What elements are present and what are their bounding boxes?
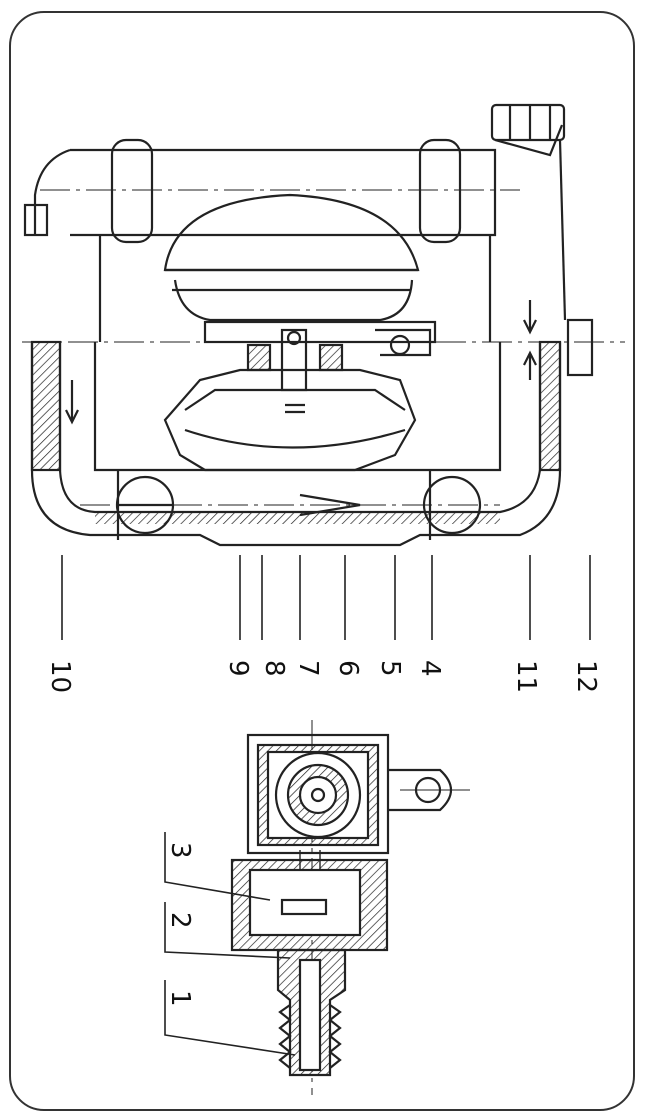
detail-view	[230, 720, 470, 1095]
callout-labels-detail: 3 2 1	[165, 842, 195, 1007]
callout-9: 9	[223, 660, 253, 677]
callout-12: 12	[571, 660, 601, 693]
detail-leader-lines	[164, 832, 296, 1056]
callout-4: 4	[415, 660, 445, 677]
callout-8: 8	[259, 660, 289, 677]
drawing-border	[9, 11, 635, 1111]
callout-5: 5	[375, 660, 405, 677]
callout-7: 7	[293, 660, 323, 677]
callout-2: 2	[165, 912, 195, 929]
callout-11: 11	[511, 660, 541, 693]
main-leader-lines	[61, 555, 591, 640]
callout-6: 6	[333, 660, 363, 677]
callout-3: 3	[165, 842, 195, 859]
callout-labels-main: 10 9 8 7 6 5 4 11 12	[45, 660, 601, 693]
callout-10: 10	[45, 660, 75, 693]
callout-1: 1	[165, 990, 195, 1007]
main-assembly	[22, 103, 625, 547]
